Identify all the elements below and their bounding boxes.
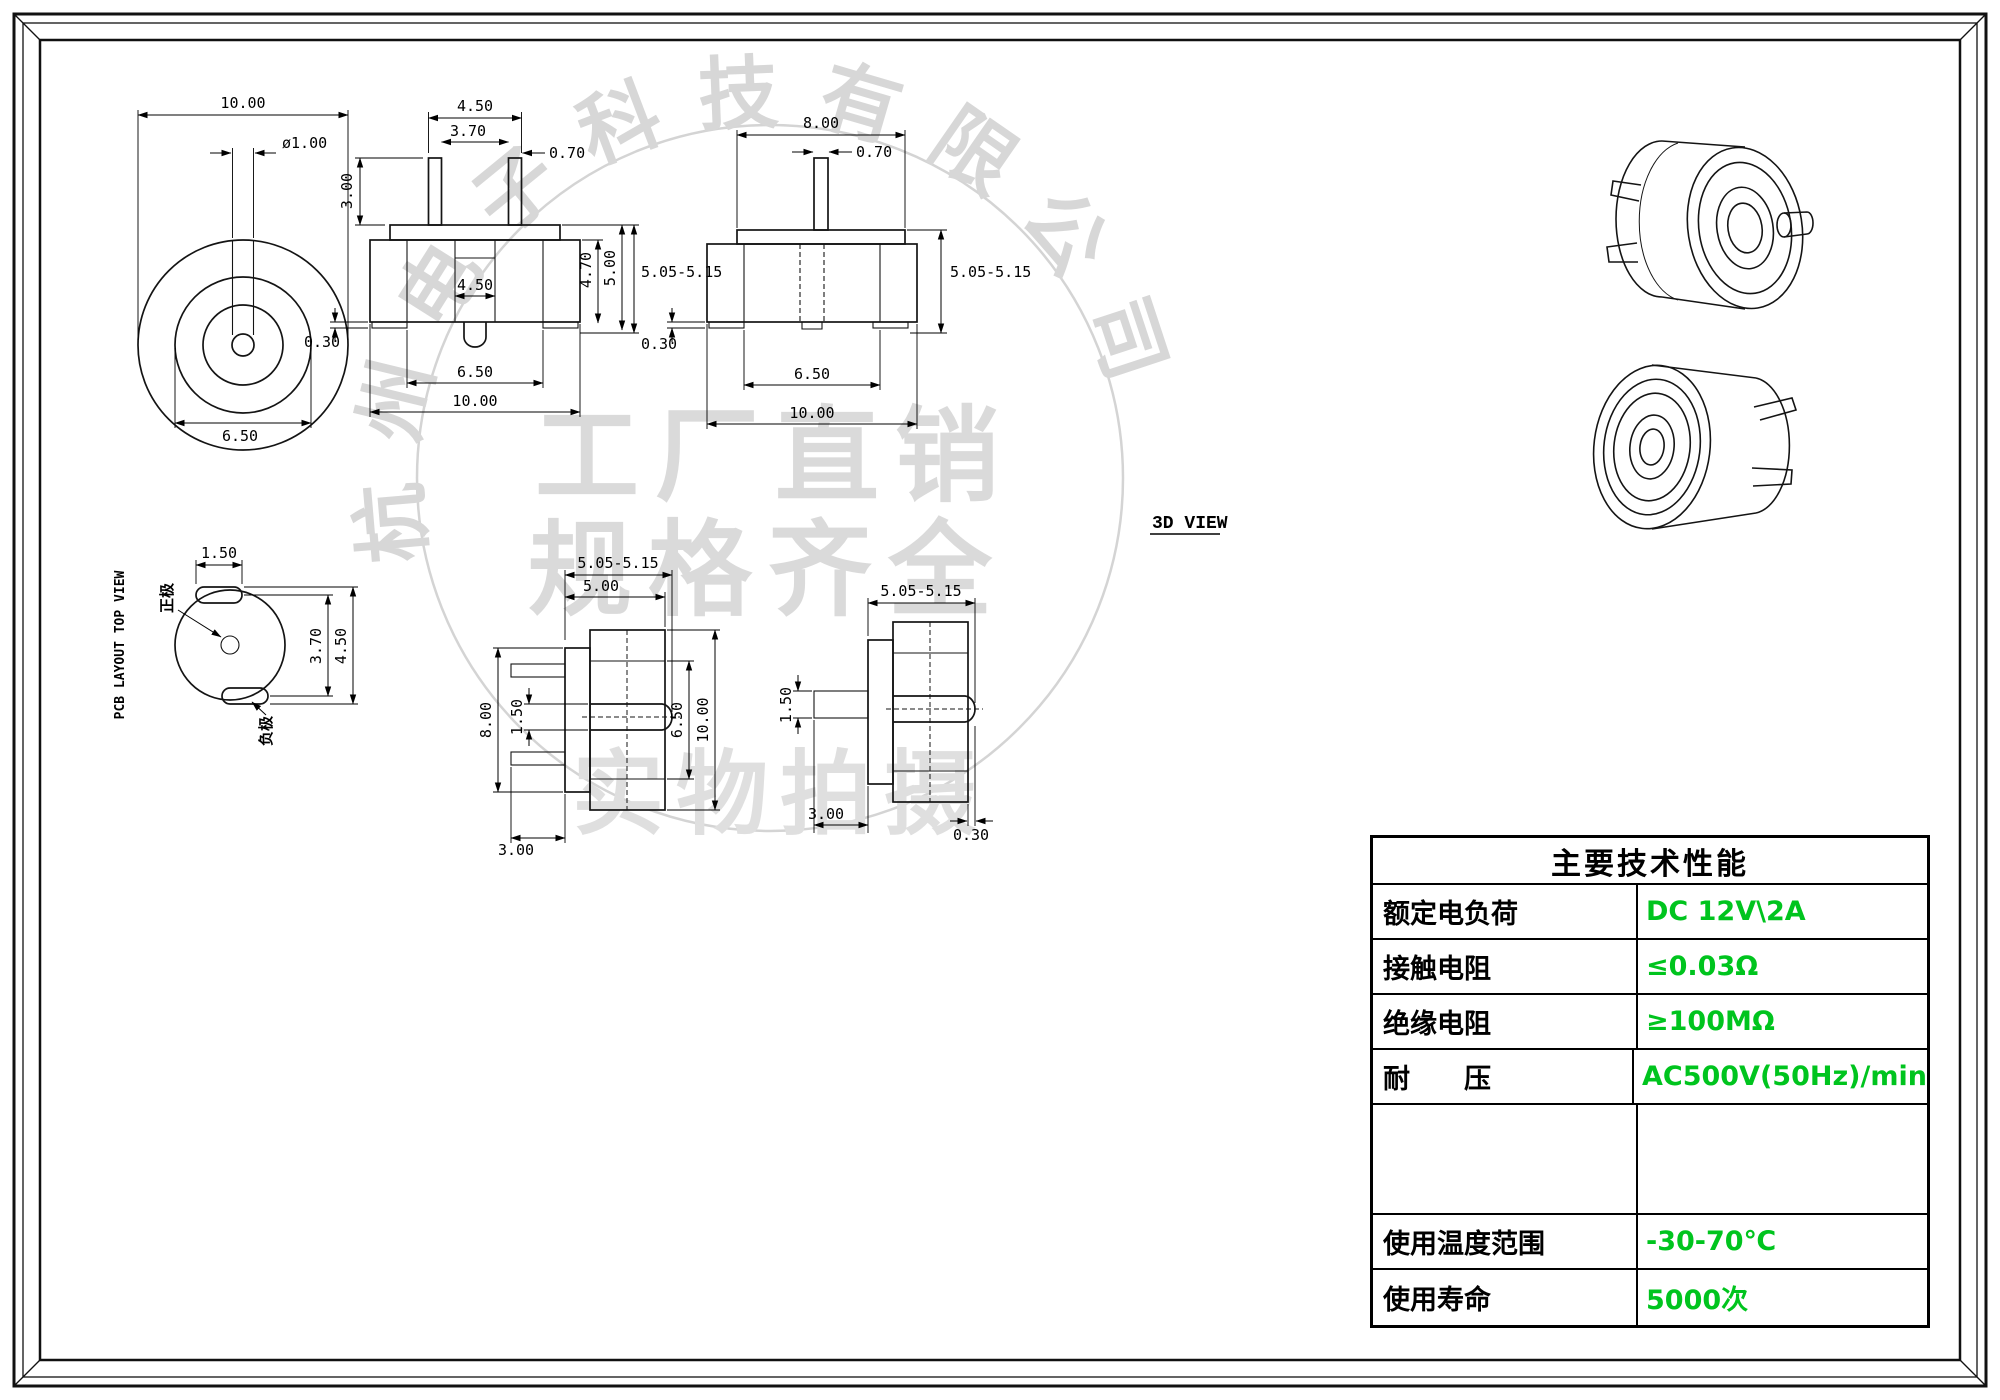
spec-row-contact-resistance: 接触电阻 ≤0.03Ω: [1373, 940, 1927, 995]
watermark-circle: [415, 123, 1125, 833]
pcb-positive-label: 正极: [158, 582, 176, 613]
watermark: 杭州电子科技有限公司 工厂直销 规格齐全 实物拍摄: [344, 49, 1156, 846]
solder-tab-3d: [1606, 242, 1638, 263]
dim-c-w-outer: 10.00: [694, 697, 712, 742]
spec-value: ≥100MΩ: [1646, 1006, 1775, 1037]
dim-a-h-body: 4.70: [577, 252, 595, 288]
label-3d-view: 3D VIEW: [1152, 514, 1228, 534]
spec-label: 绝缘电阻: [1373, 995, 1638, 1048]
dim-c-w-inner: 6.50: [668, 702, 686, 738]
spec-label: 使用温度范围: [1373, 1215, 1638, 1268]
view-side-b-dims: 8.00 0.70 5.05-5.15 0.30 6.50 10.00: [641, 114, 1031, 429]
spec-value: AC500V(50Hz)/min: [1641, 1061, 1927, 1092]
dim-d-pin-len: 3.00: [808, 805, 844, 823]
view-side-d: 5.05-5.15 1.50 3.00 0.30: [777, 582, 993, 844]
view-side-a-outline: [369, 157, 581, 348]
dim-c-pin-dia: 1.50: [508, 699, 526, 735]
view-side-a-dims: 4.50 3.70 0.70 3.00 4.50 4.70 5.00 5.05-…: [304, 97, 722, 417]
spec-table: 主要技术性能 额定电负荷 DC 12V\2A 接触电阻 ≤0.03Ω 绝缘电阻 …: [1370, 835, 1930, 1328]
view-side-d-outline: [813, 621, 983, 803]
dim-b-lip: 0.30: [641, 335, 677, 353]
dim-b-h-range: 5.05-5.15: [950, 263, 1031, 281]
solder-tab-3d: [1751, 467, 1793, 487]
dim-a-pin-height: 3.00: [338, 173, 356, 209]
dim-c-d-range: 5.05-5.15: [577, 554, 658, 572]
dim-b-w-inner: 6.50: [794, 365, 830, 383]
view-front: 10.00 ø1.00 6.50: [137, 94, 349, 451]
spec-row-empty: [1373, 1105, 1927, 1215]
pcb-caption: PCB LAYOUT TOP VIEW: [113, 570, 128, 719]
dim-a-core: 4.50: [457, 276, 493, 294]
view-pcb-layout: 1.50 正极 3.70 4.50 负极 PCB LAYOUT TOP VIEW: [113, 544, 358, 746]
view-side-b-outline: [706, 157, 918, 330]
dim-c-pin-len: 3.00: [498, 841, 534, 859]
dim-a-pin-width: 0.70: [549, 144, 585, 162]
watermark-line2: 规格齐全: [528, 514, 1008, 629]
dim-front-hole: ø1.00: [282, 134, 327, 152]
watermark-line3: 实物拍摄: [572, 744, 988, 846]
spec-label: 耐 压: [1373, 1050, 1634, 1103]
view-pcb-outline: [174, 586, 286, 705]
dim-pcb-span: 4.50: [332, 628, 350, 664]
spec-label: 额定电负荷: [1373, 885, 1638, 938]
dim-front-inner: 6.50: [222, 427, 258, 445]
view-side-a: 4.50 3.70 0.70 3.00 4.50 4.70 5.00 5.05-…: [304, 97, 722, 417]
pin-stub-3d: [1776, 212, 1792, 238]
dim-a-h-total: 5.00: [601, 250, 619, 286]
spec-label: [1373, 1105, 1638, 1213]
dim-front-width: 10.00: [220, 94, 265, 112]
view-pcb-dims: 1.50 正极 3.70 4.50 负极 PCB LAYOUT TOP VIEW: [113, 544, 358, 746]
spec-row-service-life: 使用寿命 5000次: [1373, 1270, 1927, 1325]
dim-b-pin-width: 0.70: [856, 143, 892, 161]
dim-a-pin-span: 4.50: [457, 97, 493, 115]
spec-row-insulation-resistance: 绝缘电阻 ≥100MΩ: [1373, 995, 1927, 1050]
view-3d-lower: [1592, 364, 1798, 530]
spec-row-temperature-range: 使用温度范围 -30-70℃: [1373, 1215, 1927, 1270]
view-side-c-outline: [510, 629, 680, 811]
dim-b-w-outer: 10.00: [789, 404, 834, 422]
dim-c-d-body: 5.00: [583, 577, 619, 595]
view-3d-upper: [1606, 140, 1814, 310]
view-side-c-dims: 5.05-5.15 5.00 8.00 1.50 6.50 10.00: [477, 554, 720, 859]
view-side-d-dims: 5.05-5.15 1.50 3.00 0.30: [777, 582, 993, 844]
dim-d-lip: 0.30: [953, 826, 989, 844]
view-side-b: 8.00 0.70 5.05-5.15 0.30 6.50 10.00: [641, 114, 1031, 429]
dim-pcb-pad-width: 1.50: [201, 544, 237, 562]
dim-a-w-inner: 6.50: [457, 363, 493, 381]
dim-c-flange: 8.00: [477, 702, 495, 738]
spec-table-title: 主要技术性能: [1373, 838, 1927, 885]
view-front-dims: 10.00 ø1.00 6.50: [137, 94, 349, 445]
spec-value: DC 12V\2A: [1646, 896, 1806, 927]
spec-label: 使用寿命: [1373, 1270, 1638, 1325]
watermark-line1: 工厂直销: [535, 400, 1015, 515]
view-front-outline: [137, 239, 349, 451]
dim-a-lip: 0.30: [304, 333, 340, 351]
dim-d-d-range: 5.05-5.15: [880, 582, 961, 600]
spec-row-withstand-voltage: 耐 压 AC500V(50Hz)/min: [1373, 1050, 1927, 1105]
dim-a-h-range: 5.05-5.15: [641, 263, 722, 281]
spec-value: ≤0.03Ω: [1646, 951, 1759, 982]
dim-b-flange: 8.00: [803, 114, 839, 132]
view-side-c: 5.05-5.15 5.00 8.00 1.50 6.50 10.00: [477, 554, 720, 859]
spec-value: -30-70℃: [1646, 1226, 1777, 1257]
spec-value: [1638, 1105, 1927, 1213]
dim-a-w-outer: 10.00: [452, 392, 497, 410]
dim-d-pin-dia: 1.50: [777, 687, 795, 723]
drawing-frame: [12, 12, 1988, 1388]
dim-pcb-pitch: 3.70: [307, 628, 325, 664]
spec-value: 5000次: [1646, 1285, 1749, 1316]
spec-label: 接触电阻: [1373, 940, 1638, 993]
pcb-negative-label: 负极: [257, 715, 275, 746]
dim-a-pin-pitch: 3.70: [450, 122, 486, 140]
spec-row-rated-load: 额定电负荷 DC 12V\2A: [1373, 885, 1927, 940]
solder-tab-3d: [1753, 397, 1798, 421]
solder-tab-3d: [1610, 180, 1642, 202]
